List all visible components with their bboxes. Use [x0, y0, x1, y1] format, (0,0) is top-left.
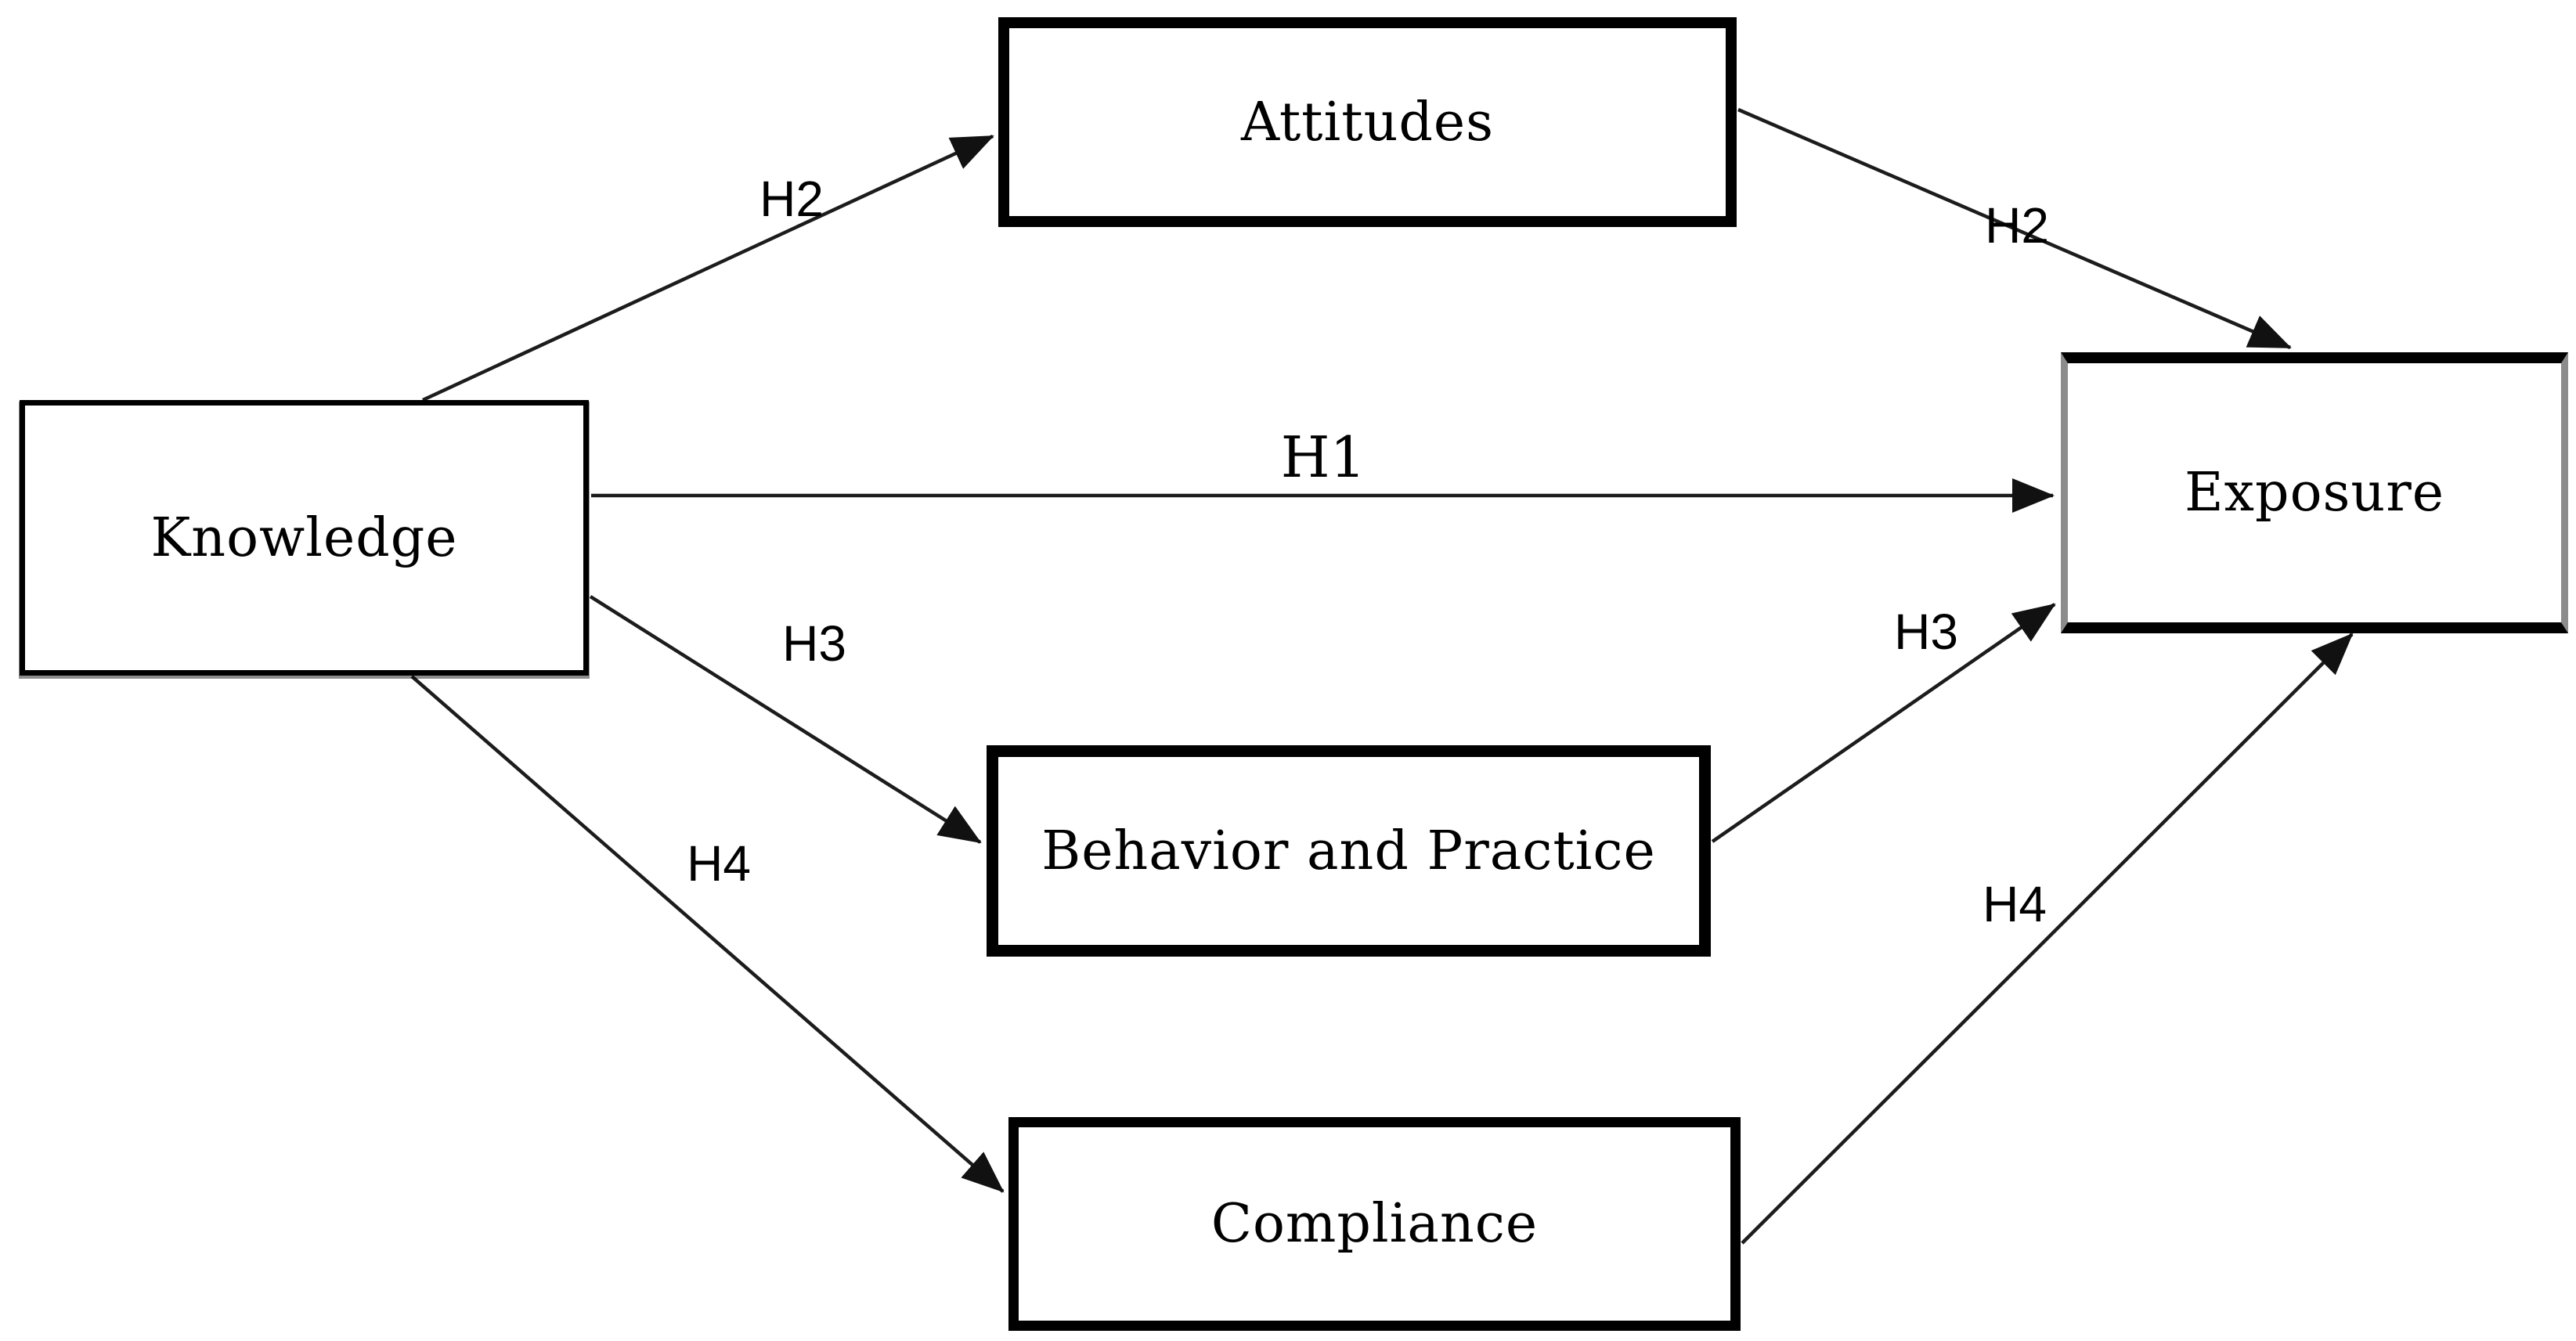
edge-label-h2-left: H2	[759, 171, 824, 227]
node-behavior-and-practice-label: Behavior and Practice	[1041, 820, 1656, 882]
edge-label-h4-left: H4	[687, 835, 751, 892]
arrow-h4-compliance-exposure	[1741, 633, 2354, 1245]
arrow-h2-knowledge-attitudes	[422, 134, 994, 402]
node-knowledge-label: Knowledge	[150, 506, 458, 569]
arrow-h4-knowledge-compliance	[410, 675, 1005, 1193]
node-exposure-label: Exposure	[2185, 462, 2444, 524]
node-attitudes-label: Attitudes	[1240, 91, 1495, 153]
arrow-h3-behavior-exposure	[1711, 603, 2056, 843]
arrow-h2-attitudes-exposure	[1737, 107, 2292, 350]
node-behavior-and-practice: Behavior and Practice	[987, 745, 1711, 957]
node-knowledge: Knowledge	[20, 400, 589, 676]
edge-label-h4-right: H4	[1983, 876, 2047, 932]
node-exposure: Exposure	[2061, 352, 2568, 633]
node-compliance: Compliance	[1008, 1117, 1741, 1331]
edge-label-h3-left: H3	[782, 615, 846, 672]
node-attitudes: Attitudes	[998, 17, 1737, 227]
edge-label-h2-right: H2	[1985, 197, 2049, 254]
edge-label-h3-right: H3	[1894, 604, 1958, 660]
arrow-h3-knowledge-behavior	[589, 595, 982, 844]
edge-label-h1: H1	[1280, 424, 1366, 490]
node-compliance-label: Compliance	[1210, 1193, 1539, 1255]
